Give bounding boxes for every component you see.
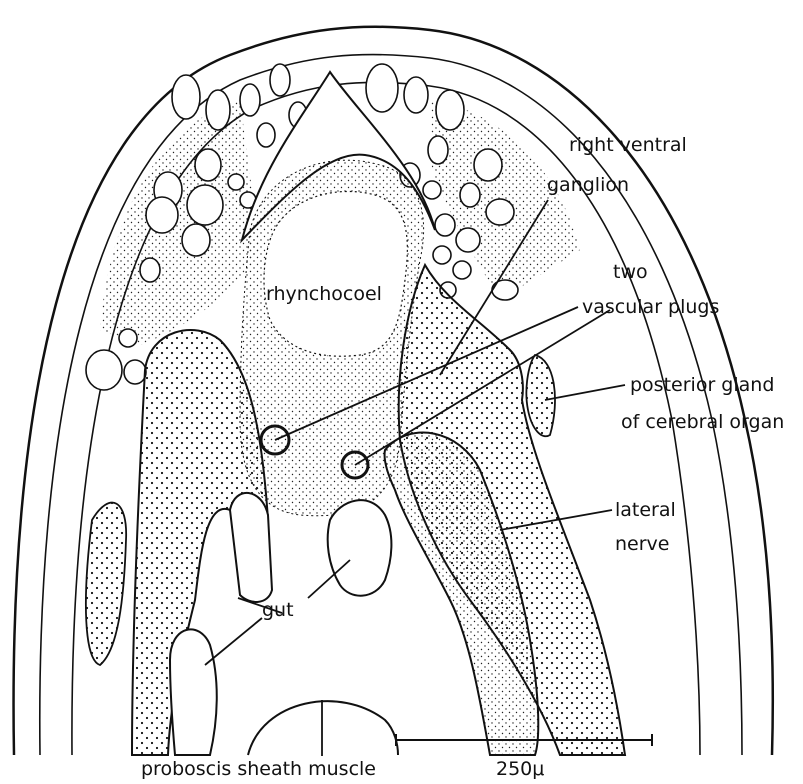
label-rhynchocoel: rhynchocoel — [266, 285, 382, 304]
label-ganglion: ganglion — [547, 176, 629, 195]
left-lateral-strip — [86, 503, 126, 665]
gut-lobe-left — [230, 493, 272, 602]
label-lateral: lateral — [615, 501, 676, 520]
label-gut: gut — [262, 601, 294, 620]
label-two: two — [613, 263, 648, 282]
gut-lobe-center — [328, 500, 392, 596]
rhynchocoel-lumen — [264, 191, 407, 356]
scale-bar-label: 250μ — [496, 760, 544, 779]
label-of-cerebral-organ: of cerebral organ — [621, 413, 784, 432]
label-right-ventral: right ventral — [569, 136, 687, 155]
gut-lobe-lower — [170, 629, 217, 755]
label-vascular-plugs: vascular plugs — [582, 298, 719, 317]
label-posterior-gland: posterior gland — [630, 376, 774, 395]
gland-region-left — [100, 100, 260, 345]
label-proboscis-sheath-muscle: proboscis sheath muscle — [141, 760, 376, 779]
label-nerve: nerve — [615, 535, 669, 554]
posterior-gland — [526, 355, 555, 436]
proboscis-sheath-muscle — [248, 701, 398, 755]
